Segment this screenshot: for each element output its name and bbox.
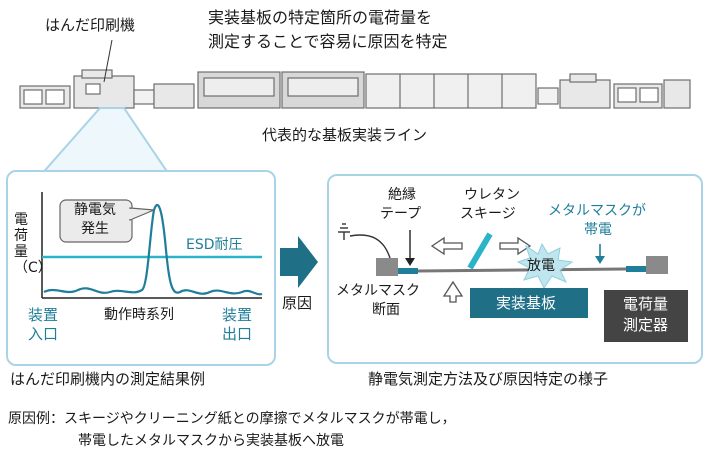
x-label-exit-line2: 出口 [222,325,253,343]
ground-wire [349,234,391,259]
meter-label-line1: 電荷量 [623,295,669,313]
footer-line2: 帯電したメタルマスクから実装基板へ放電 [78,433,344,449]
mask-charged-label-line1: メタルマスクが [548,203,646,219]
x-label-timeline: 動作時系列 [104,307,174,323]
x-label-entrance-line1: 装置 [28,306,59,324]
static-bubble [59,199,133,243]
metal-mask [417,267,627,273]
squeegee-label-line1: ウレタン [464,187,520,203]
bubble-line1: 静電気 [74,202,116,218]
meter-label-line2: 測定器 [623,316,669,334]
mask-section-label-line1: メタルマスク [336,283,420,299]
right-caption: 静電気測定方法及び原因特定の様子 [368,370,609,388]
esd-label: ESD耐圧 [186,237,243,253]
charge-waveform [43,204,263,296]
left-caption: はんだ印刷機内の測定結果例 [10,370,206,388]
cause-label: 原因 [282,294,313,312]
x-label-entrance-line2: 入口 [28,325,59,343]
charge-meter [604,290,688,342]
mask-section-arrow [442,280,464,303]
squeegee-arrow-right [499,236,532,256]
bubble-line2: 発生 [81,221,109,237]
squeegee-arrow-left [430,236,463,256]
line-caption: 代表的な基板実装ライン [262,126,428,144]
insulation-tape-label-line2: テープ [380,206,422,222]
left-panel [6,170,276,366]
cause-arrow-shape [280,236,318,288]
insulation-tape-right [626,266,646,272]
squeegee-label-line2: スキージ [460,206,516,222]
solder-printer-label: はんだ印刷機 [45,16,136,34]
board-label: 実装基板 [496,294,557,312]
solder-printer-leader [103,39,113,83]
discharge-label: 放電 [527,258,555,274]
x-label-exit-line1: 装置 [222,306,253,324]
mask-frame-left [376,258,398,276]
production-line-drawing [19,39,691,109]
mask-section-label-line2: 断面 [372,302,400,318]
line-machine-reflow-oven [365,73,537,109]
mask-charged-label-line2: 帯電 [584,222,612,238]
footer-line1: 原因例：スキージやクリーニング紙との摩擦でメタルマスクが帯電し， [8,411,456,427]
urethane-squeegee [467,232,493,270]
mask-frame-right [646,256,668,274]
line-machine-inspection [559,79,611,109]
mounting-board [470,288,588,318]
insulation-tape-label-line1: 絶縁 [388,187,416,203]
headline-line2: 測定することで容易に原因を特定 [208,32,448,51]
insulation-tape-left [398,268,418,274]
headline-line1: 実装基板の特定箇所の電荷量を [208,8,433,27]
